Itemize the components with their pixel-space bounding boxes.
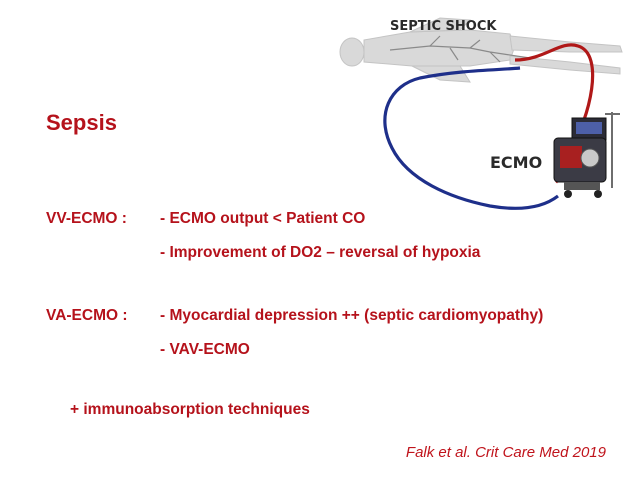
septic-shock-label: SEPTIC SHOCK (390, 19, 497, 34)
ecmo-machine (553, 112, 620, 198)
va-ecmo-item-2: - VAV-ECMO (160, 341, 250, 358)
vv-ecmo-item-2: - Improvement of DO2 – reversal of hypox… (160, 244, 481, 261)
vv-ecmo-label: VV-ECMO : (46, 210, 127, 227)
vessel-network (389, 35, 531, 63)
va-ecmo-label: VA-ECMO : (46, 307, 128, 324)
va-ecmo-item-1: - Myocardial depression ++ (septic cardi… (160, 307, 544, 324)
citation: Falk et al. Crit Care Med 2019 (405, 444, 606, 461)
ecmo-label: ECMO (490, 153, 542, 172)
vv-ecmo-item-1: - ECMO output < Patient CO (160, 210, 366, 227)
immunoabsorption-note: + immunoabsorption techniques (70, 401, 310, 418)
septic-shock-ecmo-illustration: SEPTIC SHOCK ECMO (339, 17, 623, 210)
slide-title: Sepsis (46, 110, 117, 135)
blue-cannula (383, 66, 559, 210)
